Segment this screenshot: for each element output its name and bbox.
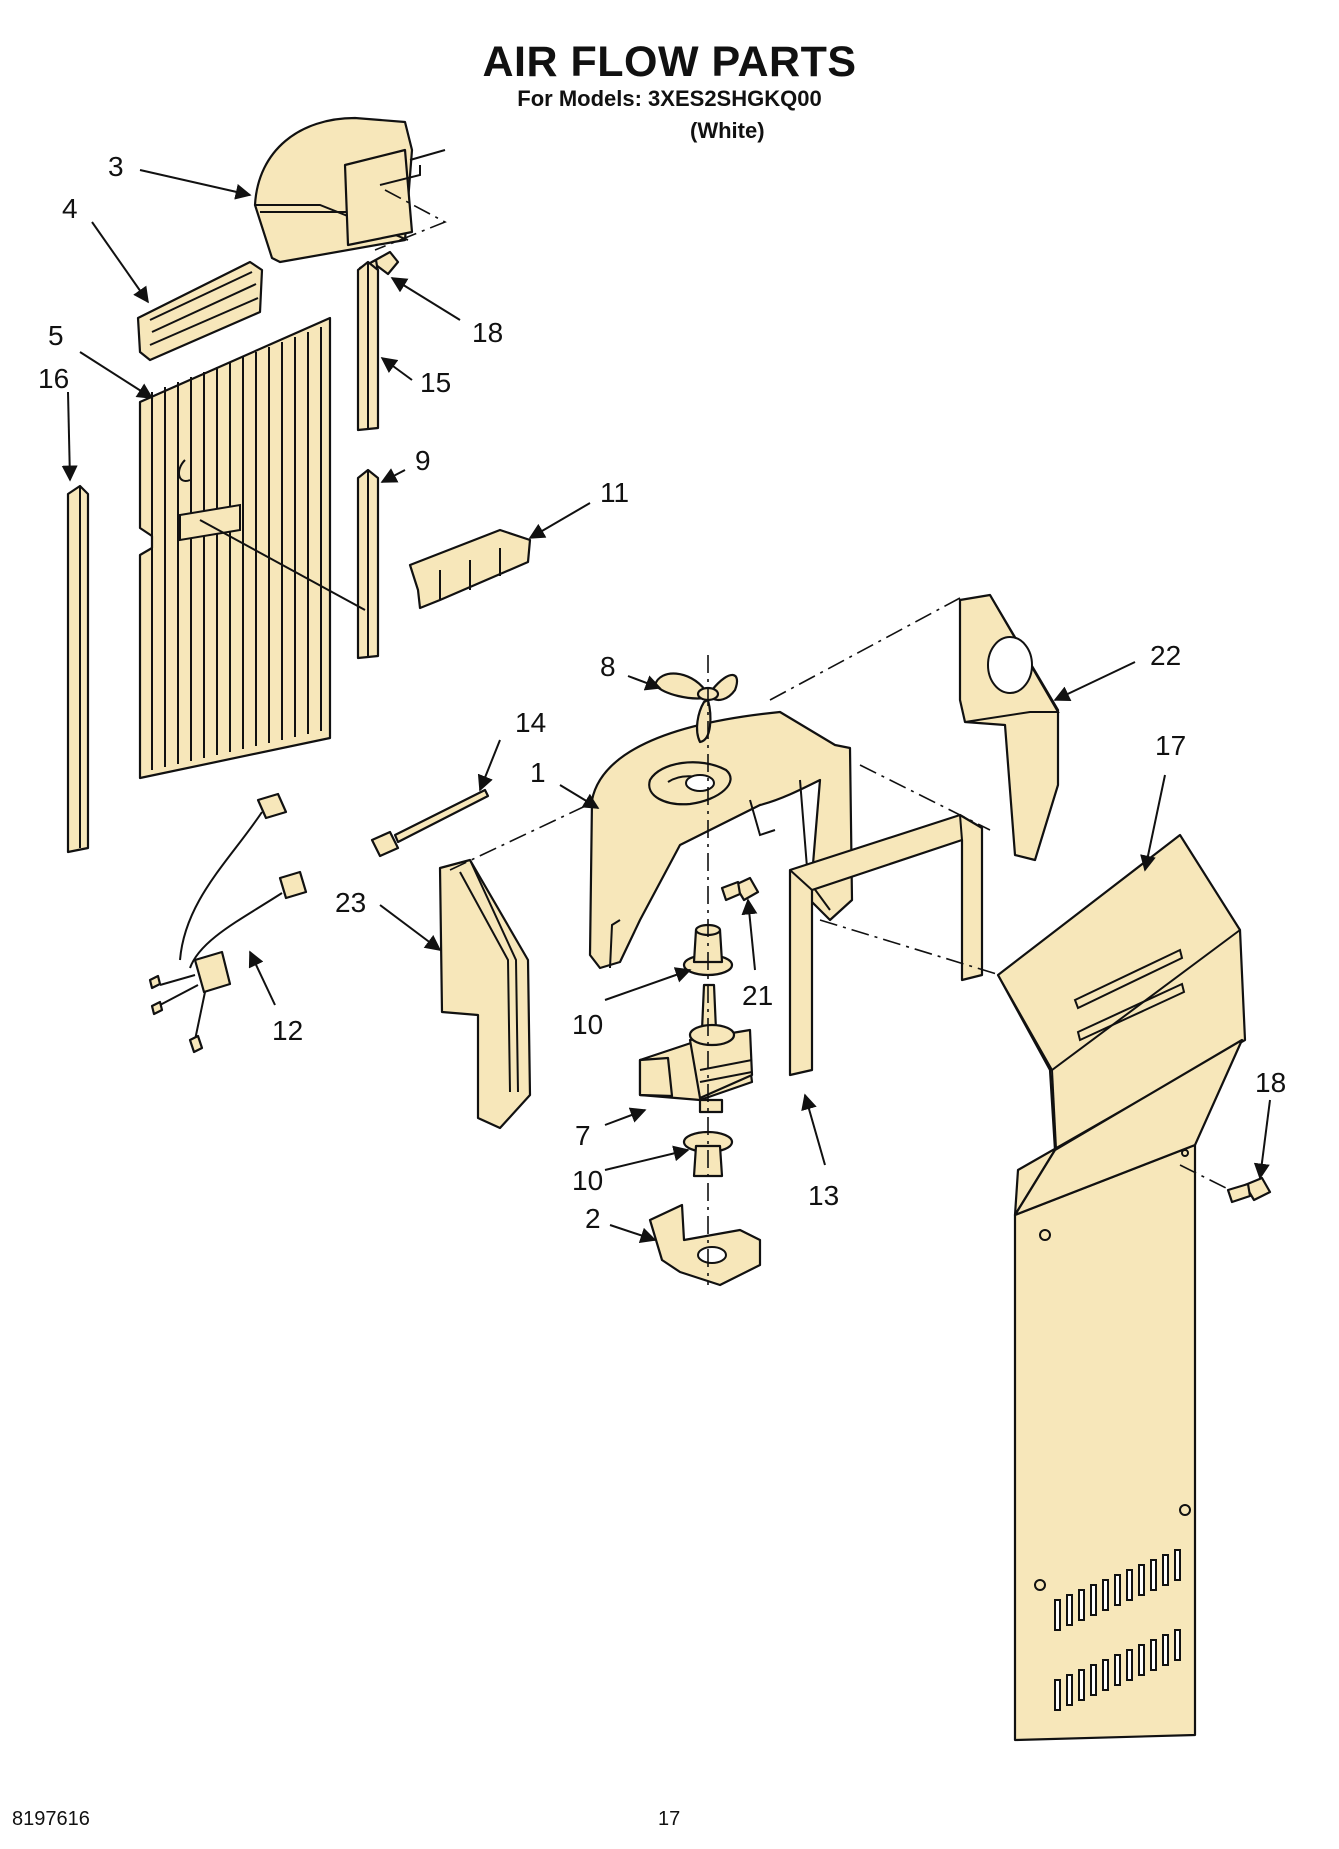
part-14-cable-tie xyxy=(370,788,490,858)
assembly-dash-lines xyxy=(449,597,1231,1285)
callout-18-lower: 18 xyxy=(1255,1067,1286,1098)
callout-5: 5 xyxy=(48,320,64,351)
page-title: AIR FLOW PARTS xyxy=(482,38,857,86)
callout-22: 22 xyxy=(1150,640,1181,671)
color-line: (White) xyxy=(690,118,765,143)
model-line: For Models: 3XES2SHGKQ00 xyxy=(517,86,822,111)
callout-21: 21 xyxy=(742,980,773,1011)
callout-18-upper: 18 xyxy=(472,317,503,348)
callout-13: 13 xyxy=(808,1180,839,1211)
part-3-duct-cover xyxy=(253,116,447,264)
part-17-rear-panel xyxy=(996,833,1247,1742)
part-22-side-panel xyxy=(958,593,1060,862)
callout-14: 14 xyxy=(515,707,546,738)
part-12-wire-harness xyxy=(148,792,308,1054)
part-11-bracket xyxy=(408,528,532,610)
leader-arrows xyxy=(61,169,1271,1244)
callout-7: 7 xyxy=(575,1120,591,1151)
part-16-insulation-strip xyxy=(66,484,90,854)
part-5-evaporator-grid xyxy=(138,316,332,780)
part-7-fan-motor xyxy=(638,983,754,1114)
callout-23: 23 xyxy=(335,887,366,918)
callout-4: 4 xyxy=(62,193,78,224)
part-15-insulation-strip xyxy=(356,260,380,432)
part-18-screw-lower xyxy=(1226,1176,1272,1204)
page-number: 17 xyxy=(658,1808,681,1830)
callout-12: 12 xyxy=(272,1015,303,1046)
callout-17: 17 xyxy=(1155,730,1186,761)
callout-11: 11 xyxy=(600,477,629,508)
part-2-motor-bracket xyxy=(648,1203,762,1287)
part-23-side-insulation xyxy=(438,858,532,1130)
callout-1: 1 xyxy=(530,757,546,788)
part-4-grille xyxy=(136,260,264,362)
part-21-screw xyxy=(720,876,760,902)
document-number: 8197616 xyxy=(12,1808,90,1830)
callout-8: 8 xyxy=(600,651,616,682)
callout-2: 2 xyxy=(585,1203,601,1234)
part-8-fan-blade xyxy=(653,672,738,744)
callout-10-lower: 10 xyxy=(572,1165,603,1196)
part-1-fan-housing xyxy=(588,710,854,970)
callout-9: 9 xyxy=(415,445,431,476)
callout-16: 16 xyxy=(38,363,69,394)
part-13-channel-insulation xyxy=(788,813,984,1077)
callout-10-upper: 10 xyxy=(572,1009,603,1040)
callout-labels: 3 4 5 16 18 15 9 11 8 22 17 14 1 23 12 1… xyxy=(38,151,1286,1234)
callout-3: 3 xyxy=(108,151,124,182)
callout-15: 15 xyxy=(420,367,451,398)
part-9-insulation-strip xyxy=(199,468,380,660)
